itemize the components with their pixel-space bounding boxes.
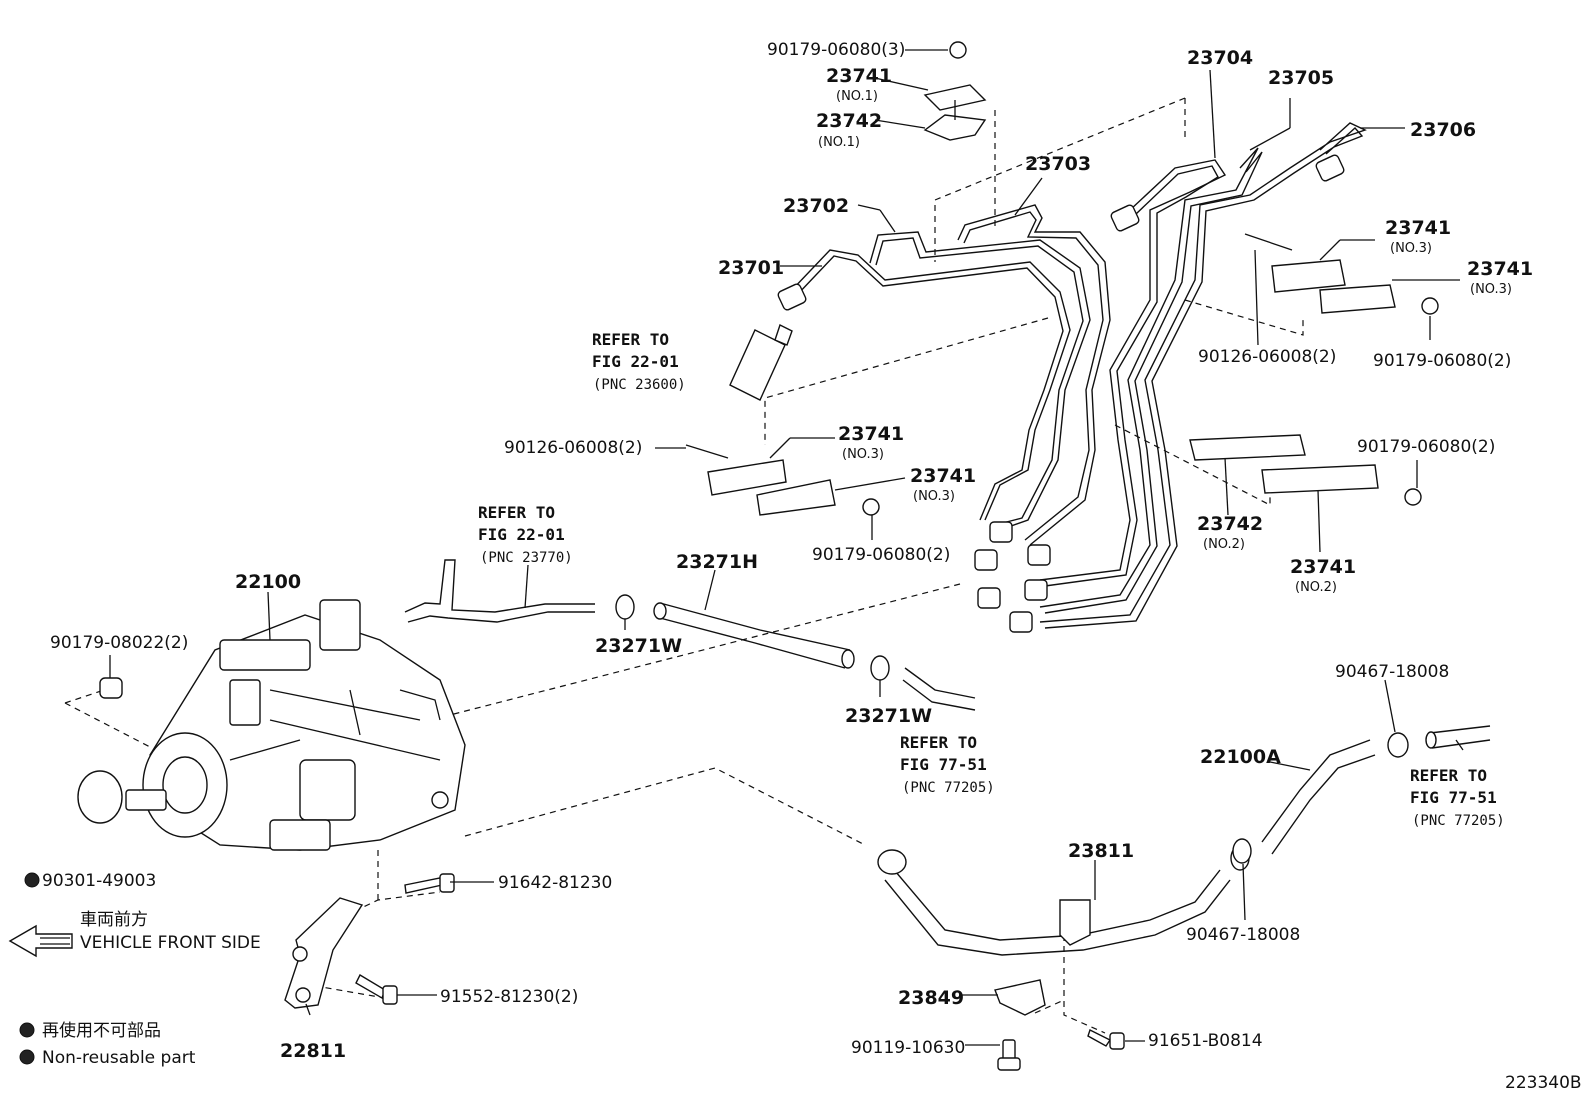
- label-90467-18008-top: 90467-18008: [1335, 662, 1449, 682]
- label-90301-49003: 90301-49003: [42, 871, 156, 891]
- nozzle-nut-23706: [1315, 154, 1345, 182]
- leader-lines: [109, 49, 1464, 1046]
- label-90119-10630: 90119-10630: [851, 1038, 965, 1058]
- nozzle-nut-23704: [1110, 204, 1140, 232]
- label-23741-no3c: 23741: [838, 423, 904, 445]
- fuel-hoses: [404, 559, 1491, 956]
- legend-non-reusable-en: Non-reusable part: [42, 1048, 196, 1068]
- ref4-line2: FIG 77-51: [1410, 788, 1497, 807]
- ref3-line1: REFER TO: [900, 733, 977, 752]
- label-23741-no1: 23741: [826, 65, 892, 87]
- injection-pipes: [777, 122, 1367, 633]
- label-23741-no2-sub: (NO.2): [1295, 580, 1337, 595]
- label-23705: 23705: [1268, 67, 1334, 89]
- label-23704: 23704: [1187, 47, 1253, 69]
- ref4-line3: (PNC 77205): [1412, 813, 1505, 829]
- label-90126-06008-left: 90126-06008(2): [504, 438, 642, 458]
- label-91651-b0814: 91651-B0814: [1148, 1031, 1263, 1051]
- ref3-line3: (PNC 77205): [902, 780, 995, 796]
- label-91642-81230: 91642-81230: [498, 873, 612, 893]
- part-labels: 90179-06080(3) 23741 (NO.1) 23742 (NO.1)…: [42, 40, 1533, 1062]
- label-23741-no2: 23741: [1290, 556, 1356, 578]
- label-23701: 23701: [718, 257, 784, 279]
- ref4-line1: REFER TO: [1410, 766, 1487, 785]
- reference-labels: REFER TO FIG 22-01 (PNC 23600) REFER TO …: [478, 330, 1505, 829]
- label-23742-no1-sub: (NO.1): [818, 135, 860, 150]
- plug-90179-08022: [99, 677, 123, 699]
- label-23741-no3b: 23741: [1467, 258, 1533, 280]
- label-90179-06080-mid: 90179-06080(2): [812, 545, 950, 565]
- front-direction-en: VEHICLE FRONT SIDE: [80, 933, 261, 953]
- label-22100: 22100: [235, 571, 301, 593]
- label-90179-08022: 90179-08022(2): [50, 633, 188, 653]
- label-23741-no3a-sub: (NO.3): [1390, 241, 1432, 256]
- label-90126-06008-right: 90126-06008(2): [1198, 347, 1336, 367]
- legend: 車両前方 VEHICLE FRONT SIDE 再使用不可部品 Non-reus…: [42, 910, 1582, 1093]
- label-23703: 23703: [1025, 153, 1091, 175]
- diagram-ref-code: 223340B: [1505, 1073, 1582, 1093]
- ref2-line2: FIG 22-01: [478, 525, 565, 544]
- label-23271w-a: 23271W: [595, 635, 682, 657]
- label-23811: 23811: [1068, 840, 1134, 862]
- injection-pump-22100: [125, 599, 466, 851]
- legend-non-reusable-jp: 再使用不可部品: [42, 1020, 161, 1041]
- label-23271h: 23271H: [676, 551, 758, 573]
- front-arrow-icon: [8, 924, 73, 958]
- label-23706: 23706: [1410, 119, 1476, 141]
- label-23741-no3d-sub: (NO.3): [913, 489, 955, 504]
- label-90179-06080-3: 90179-06080(3): [767, 40, 905, 60]
- label-23702: 23702: [783, 195, 849, 217]
- ref1-line3: (PNC 23600): [593, 377, 686, 393]
- label-90179-06080-right2: 90179-06080(2): [1357, 437, 1495, 457]
- front-direction-jp: 車両前方: [80, 910, 148, 930]
- ref3-line2: FIG 77-51: [900, 755, 987, 774]
- label-23742-no2: 23742: [1197, 513, 1263, 535]
- label-90467-18008-bottom: 90467-18008: [1186, 925, 1300, 945]
- label-23741-no3c-sub: (NO.3): [842, 447, 884, 462]
- ref1-line1: REFER TO: [592, 330, 669, 349]
- pump-end-nuts: [974, 521, 1051, 633]
- injector-ref-part: [729, 324, 793, 401]
- o-ring-90301: [77, 770, 123, 824]
- label-22811: 22811: [280, 1040, 346, 1062]
- label-23742-no1: 23742: [816, 110, 882, 132]
- ref1-line2: FIG 22-01: [592, 352, 679, 371]
- label-91552-81230: 91552-81230(2): [440, 987, 578, 1007]
- label-23741-no3b-sub: (NO.3): [1470, 282, 1512, 297]
- label-22100a: 22100A: [1200, 746, 1281, 768]
- label-90179-06080-right1: 90179-06080(2): [1373, 351, 1511, 371]
- ref2-line3: (PNC 23770): [480, 550, 573, 566]
- small-parts: [19, 677, 1252, 1071]
- label-23741-no3a: 23741: [1385, 217, 1451, 239]
- label-23271w-b: 23271W: [845, 705, 932, 727]
- nozzle-nut-23701: [777, 283, 807, 311]
- label-23849: 23849: [898, 987, 964, 1009]
- label-23742-no2-sub: (NO.2): [1203, 537, 1245, 552]
- clamp-parts: [685, 41, 1439, 516]
- label-23741-no1-sub: (NO.1): [836, 89, 878, 104]
- label-23741-no3d: 23741: [910, 465, 976, 487]
- ref2-line1: REFER TO: [478, 503, 555, 522]
